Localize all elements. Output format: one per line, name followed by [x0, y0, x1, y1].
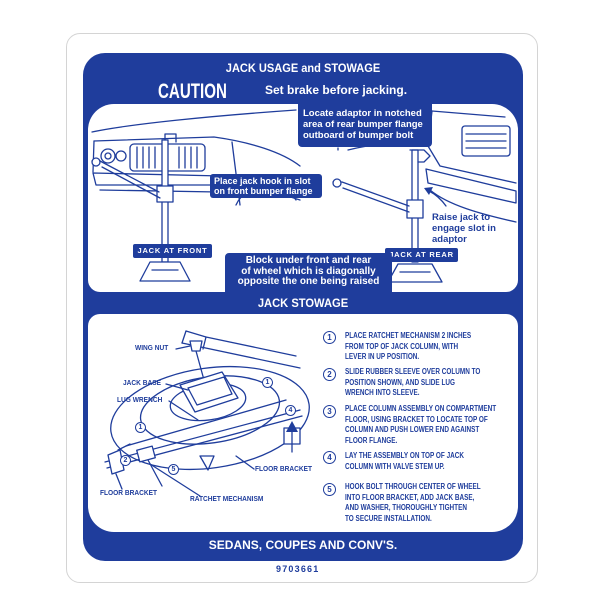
step-line: INTO FLOOR BRACKET, ADD JACK BASE, — [345, 492, 475, 502]
step-line: COLUMN WITH VALVE STEM UP. — [345, 461, 445, 471]
label-wing-nut: WING NUT — [135, 345, 169, 352]
step-line: SLIDE RUBBER SLEEVE OVER COLUMN TO — [345, 367, 481, 376]
front-hook-note: Place jack hook in slot on front bumper … — [210, 174, 322, 198]
label-ratchet-mechanism: RATCHET MECHANISM — [190, 496, 264, 503]
step-line: LAY THE ASSEMBLY ON TOP OF JACK — [345, 451, 465, 460]
step-line: HOOK BOLT THROUGH CENTER OF WHEEL — [345, 482, 481, 491]
model-applicability: SEDANS, COUPES AND CONV'S. — [208, 538, 398, 552]
ratchet-part — [136, 445, 156, 463]
step-line: PLACE COLUMN ASSEMBLY ON COMPARTMENT — [345, 404, 497, 413]
step-number-badge: 1 — [323, 331, 336, 344]
note-line: Locate adaptor in notched — [303, 108, 422, 119]
jack-at-rear-tag: JACK AT REAR — [385, 248, 458, 262]
step-number-badge: 3 — [323, 405, 336, 418]
note-line: opposite the one being raised — [237, 276, 380, 287]
label-floor-bracket-left: FLOOR BRACKET — [100, 490, 158, 497]
step-line: FLOOR, USING BRACKET TO LOCATE TOP OF — [345, 414, 488, 424]
step-4-text: LAY THE ASSEMBLY ON TOP OF JACK COLUMN W… — [345, 451, 464, 472]
stowage-illustration — [104, 330, 310, 497]
decal-title: JACK USAGE and STOWAGE — [225, 61, 381, 75]
note-line: Place jack hook in slot — [214, 176, 311, 186]
callout-number: 4 — [285, 405, 296, 416]
callout-number: 1 — [135, 422, 146, 433]
step-number-badge: 4 — [323, 451, 336, 464]
jack-stowage-panel — [88, 314, 518, 532]
note-line: area of rear bumper flange — [303, 119, 423, 130]
callout-number: 5 — [168, 464, 179, 475]
jack-column-part — [104, 409, 301, 463]
note-line: adaptor — [432, 234, 467, 245]
step-line: POSITION SHOWN, AND SLIDE LUG — [345, 377, 455, 387]
wheel-block-note: Block under front and rear of wheel whic… — [225, 253, 392, 293]
step-5-text: HOOK BOLT THROUGH CENTER OF WHEEL INTO F… — [345, 482, 481, 524]
label-jack-base: JACK BASE — [123, 380, 162, 387]
lug-wrench-part — [125, 399, 287, 447]
stowage-title: JACK STOWAGE — [257, 296, 349, 310]
callout-number: 2 — [120, 455, 131, 466]
rear-adaptor-note: Locate adaptor in notched area of rear b… — [298, 104, 432, 147]
step-line: AND WASHER, THOROUGHLY TIGHTEN — [345, 503, 467, 512]
step-line: LEVER IN UP POSITION. — [345, 352, 420, 361]
step-line: COLUMN AND PUSH LOWER END AGAINST — [345, 425, 480, 434]
caution-text: Set brake before jacking. — [265, 83, 408, 97]
note-line: Raise jack to — [432, 212, 491, 223]
caution-heading: CAUTION — [158, 80, 227, 103]
step-1-text: PLACE RATCHET MECHANISM 2 INCHES FROM TO… — [345, 331, 471, 363]
wing-nut-part — [189, 340, 203, 352]
up-arrow-icon — [286, 421, 298, 432]
note-line: of wheel which is diagonally — [241, 265, 376, 277]
note-line: Block under front and rear — [245, 255, 372, 266]
jack-base-part — [179, 371, 239, 413]
step-number-badge: 2 — [323, 368, 336, 381]
jack-at-front-tag: JACK AT FRONT — [133, 244, 212, 258]
callout-number: 1 — [262, 377, 273, 388]
step-line: WRENCH INTO SLEEVE. — [345, 388, 420, 397]
left-floor-bracket-part — [107, 449, 125, 475]
step-number-badge: 5 — [323, 483, 336, 496]
rear-jack — [332, 149, 443, 283]
raise-arrow-icon — [424, 187, 447, 207]
front-jack — [91, 133, 191, 282]
note-line: outboard of bumper bolt — [303, 130, 414, 141]
step-line: FROM TOP OF JACK COLUMN, WITH — [345, 341, 459, 351]
note-line: engage slot in — [432, 223, 496, 234]
step-line: FLOOR FLANGE. — [345, 435, 398, 445]
step-line: TO SECURE INSTALLATION. — [345, 513, 432, 523]
raise-jack-note: Raise jack to engage slot in adaptor — [432, 212, 496, 245]
label-floor-bracket-right: FLOOR BRACKET — [255, 466, 313, 473]
label-lug-wrench: LUG WRENCH — [117, 397, 163, 404]
part-number: 9703661 — [276, 564, 320, 574]
step-3-text: PLACE COLUMN ASSEMBLY ON COMPARTMENT FLO… — [345, 404, 496, 446]
note-line: on front bumper flange — [214, 186, 313, 196]
step-line: PLACE RATCHET MECHANISM 2 INCHES — [345, 331, 472, 340]
step-2-text: SLIDE RUBBER SLEEVE OVER COLUMN TO POSIT… — [345, 367, 480, 399]
